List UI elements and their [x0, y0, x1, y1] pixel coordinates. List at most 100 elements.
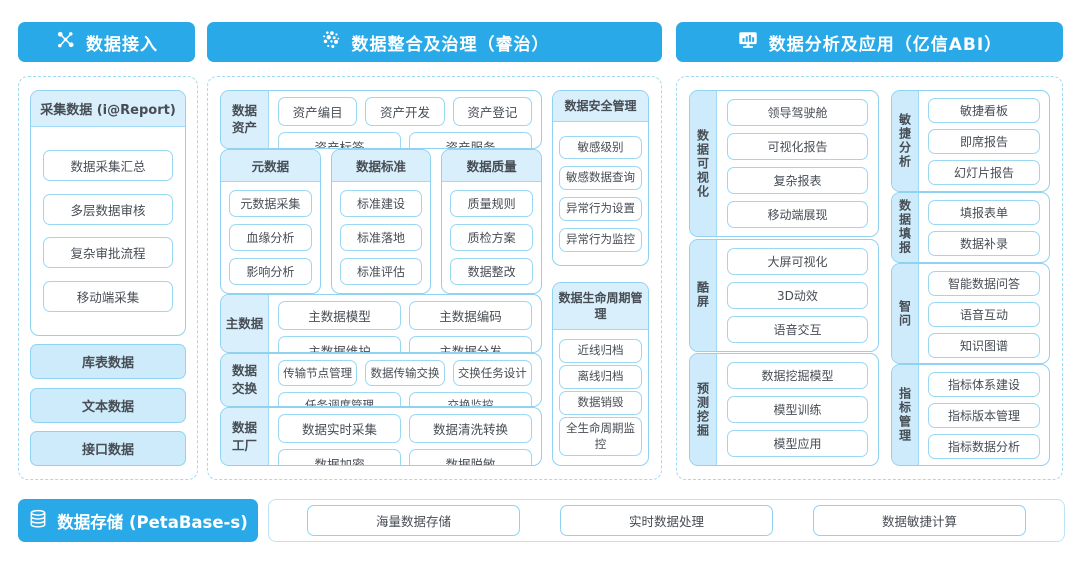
group-label: 数据资产 [221, 91, 269, 148]
network-nodes-icon [55, 29, 76, 55]
governance-main-column: 数据资产 资产编目 资产开发 资产登记 资产标签 资产服务 元数据 [220, 90, 543, 466]
diagram-item: 标准建设 [339, 189, 423, 217]
diagram-item: 数据敏捷计算 [813, 505, 1026, 536]
diagram-item: 主数据维护 [278, 335, 401, 352]
group-label: 指标管理 [892, 365, 919, 465]
panel-data-access: 采集数据 (i@Report) 数据采集汇总 多层数据审核 复杂审批流程 移动端… [18, 76, 198, 480]
analysis-left-column: 数据可视化 领导驾驶舱 可视化报告 复杂报表 移动端展现 酷屏 大屏可视化 3D… [689, 90, 879, 466]
diagram-item: 复杂审批流程 [43, 237, 173, 269]
diagram-item: 数据清洗转换 [409, 414, 532, 444]
diagram-item: 异常行为设置 [559, 197, 642, 221]
header-label: 数据整合及治理（睿治） [351, 34, 550, 55]
group-data-quality: 数据质量 质量规则 质检方案 数据整改 [441, 148, 543, 294]
diagram-item: 元数据采集 [229, 189, 312, 217]
diagram-item: 多层数据审核 [43, 193, 173, 225]
diagram-item: 近线归档 [559, 338, 642, 363]
diagram-item: 交换监控 [409, 391, 532, 407]
diagram-item: 数据传输交换 [365, 359, 445, 386]
group-collect-body: 数据采集汇总 多层数据审核 复杂审批流程 移动端采集 [31, 127, 185, 335]
diagram-item: 敏捷看板 [928, 98, 1040, 123]
group-label: 数据工厂 [221, 408, 269, 465]
diagram-item: 资产服务 [409, 132, 532, 148]
group-metadata: 元数据 元数据采集 血缘分析 影响分析 [220, 148, 321, 294]
group-collect-data: 采集数据 (i@Report) 数据采集汇总 多层数据审核 复杂审批流程 移动端… [30, 90, 186, 336]
group-master-data: 主数据 主数据模型 主数据编码 主数据维护 主数据分发 [220, 293, 542, 353]
diagram-item: 数据补录 [928, 230, 1040, 256]
group-data-factory: 数据工厂 数据实时采集 数据清洗转换 数据加密 数据脱敏 [220, 407, 542, 466]
header-label: 数据分析及应用（亿信ABI） [768, 34, 1003, 55]
diagram-item: 交换任务设计 [452, 359, 532, 386]
header-label: 数据接入 [86, 34, 158, 55]
diagram-item: 智能数据问答 [928, 270, 1040, 296]
diagram-item: 海量数据存储 [307, 505, 520, 536]
group-label: 数据交换 [221, 353, 269, 407]
diagram-item: 大屏可视化 [727, 247, 868, 275]
storage-label: 数据存储 (PetaBase-s) [57, 512, 248, 532]
group-title: 数据安全管理 [553, 91, 648, 123]
diagram-item-filled: 接口数据 [30, 430, 186, 466]
group-title: 数据生命周期管理 [553, 283, 648, 331]
diagram-item: 离线归档 [559, 365, 642, 389]
group-indicator-management: 指标管理 指标体系建设 指标版本管理 指标数据分析 [891, 364, 1050, 466]
storage-items-container: 海量数据存储 实时数据处理 数据敏捷计算 [268, 499, 1065, 542]
diagram-item: 主数据模型 [278, 300, 401, 330]
group-collect-title: 采集数据 (i@Report) [31, 91, 185, 127]
diagram-item: 影响分析 [229, 257, 312, 285]
group-data-lifecycle: 数据生命周期管理 近线归档 离线归档 数据销毁 全生命周期监控 [552, 282, 649, 466]
diagram-item: 领导驾驶舱 [727, 99, 868, 126]
diagram-item: 全生命周期监控 [559, 417, 642, 457]
diagram-item: 数据加密 [278, 449, 401, 466]
diagram-item: 语音交互 [727, 315, 868, 343]
diagram-item: 3D动效 [727, 281, 868, 309]
diagram-item: 主数据分发 [409, 335, 532, 352]
diagram-item: 幻灯片报告 [928, 160, 1040, 185]
diagram-item: 移动端展现 [727, 201, 868, 228]
governance-side-column: 数据安全管理 敏感级别 敏感数据查询 异常行为设置 异常行为监控 数据生命周期管… [552, 90, 649, 466]
group-label: 主数据 [221, 294, 269, 352]
diagram-item: 知识图谱 [928, 332, 1040, 358]
diagram-item: 敏感数据查询 [559, 166, 642, 190]
diagram-item: 资产编目 [278, 97, 358, 126]
group-label: 数据填报 [892, 192, 919, 262]
analysis-right-column: 敏捷分析 敏捷看板 即席报告 幻灯片报告 数据填报 填报表单 数据补录 智问 智… [891, 90, 1050, 466]
diagram-item: 资产标签 [278, 132, 401, 148]
diagram-item: 填报表单 [928, 199, 1040, 225]
group-title: 数据质量 [442, 149, 542, 182]
group-data-standard: 数据标准 标准建设 标准落地 标准评估 [330, 148, 432, 294]
diagram-item: 标准落地 [339, 223, 423, 251]
diagram-item: 质量规则 [450, 189, 534, 217]
group-label: 数据可视化 [690, 91, 717, 236]
diagram-item: 标准评估 [339, 257, 423, 285]
diagram-item: 复杂报表 [727, 167, 868, 194]
diagram-item: 可视化报告 [727, 133, 868, 160]
group-label: 智问 [892, 263, 919, 364]
diagram-item: 指标数据分析 [928, 434, 1040, 460]
storage-header: 数据存储 (PetaBase-s) [18, 499, 258, 542]
diagram-item: 数据实时采集 [278, 414, 401, 444]
group-data-visualization: 数据可视化 领导驾驶舱 可视化报告 复杂报表 移动端展现 [689, 90, 879, 237]
diagram-item: 血缘分析 [229, 223, 312, 251]
group-data-security: 数据安全管理 敏感级别 敏感数据查询 异常行为设置 异常行为监控 [552, 90, 649, 266]
diagram-item: 模型训练 [727, 396, 868, 423]
diagram-item: 敏感级别 [559, 135, 642, 160]
diagram-item: 实时数据处理 [560, 505, 773, 536]
group-data-exchange: 数据交换 传输节点管理 数据传输交换 交换任务设计 任务调度管理 交换监控 [220, 352, 542, 408]
diagram-item: 质检方案 [450, 223, 534, 251]
group-data-reporting: 数据填报 填报表单 数据补录 [891, 191, 1050, 263]
group-title: 元数据 [221, 149, 320, 182]
diagram-item-filled: 文本数据 [30, 387, 186, 423]
panel-data-analysis: 数据可视化 领导驾驶舱 可视化报告 复杂报表 移动端展现 酷屏 大屏可视化 3D… [676, 76, 1063, 480]
diagram-item: 数据整改 [450, 257, 534, 285]
diagram-item: 任务调度管理 [278, 391, 401, 407]
diagram-item: 数据销毁 [559, 391, 642, 415]
group-agile-analysis: 敏捷分析 敏捷看板 即席报告 幻灯片报告 [891, 90, 1050, 192]
diagram-item: 数据采集汇总 [43, 149, 173, 181]
diagram-item: 数据脱敏 [409, 449, 532, 466]
diagram-item: 移动端采集 [43, 281, 173, 313]
diagram-item: 指标版本管理 [928, 403, 1040, 429]
diagram-item: 资产登记 [452, 97, 532, 126]
diagram-item: 指标体系建设 [928, 372, 1040, 398]
group-predictive-mining: 预测挖掘 数据挖掘模型 模型训练 模型应用 [689, 353, 879, 466]
database-icon [28, 509, 48, 533]
header-data-analysis: 数据分析及应用（亿信ABI） [676, 22, 1063, 62]
